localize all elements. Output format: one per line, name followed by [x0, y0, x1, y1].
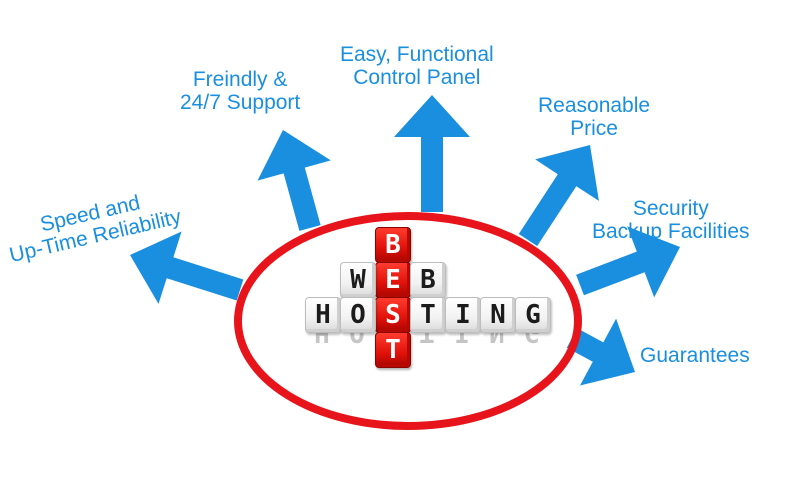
arrow-guarantees — [566, 318, 635, 386]
reflection-g: G — [515, 333, 549, 349]
reflection-t: T — [410, 333, 444, 349]
block-hosting-t: T — [410, 297, 446, 333]
reflection-o: O — [340, 333, 374, 349]
label-security-line2: Backup Facilities — [592, 220, 750, 243]
block-best-s: S — [375, 297, 411, 333]
label-price-line2: Price — [570, 117, 618, 140]
label-control-line2: Control Panel — [353, 66, 481, 89]
arrow-speed — [130, 231, 244, 304]
label-security-line1: Security — [632, 197, 709, 220]
arrow-security — [576, 226, 680, 298]
label-support-line2: 24/7 Support — [180, 91, 301, 114]
arrow-price — [518, 145, 599, 246]
label-guarantees: Guarantees — [640, 344, 750, 367]
label-control-line1: Easy, Functional — [340, 43, 494, 66]
block-web-w: W — [340, 262, 376, 298]
label-guarantees-line1: Guarantees — [640, 344, 750, 367]
reflection-n: N — [480, 333, 514, 349]
center-ring — [234, 212, 582, 430]
arrow-control — [394, 95, 470, 212]
arrow-support — [257, 130, 331, 231]
block-hosting-o: O — [340, 297, 376, 333]
block-hosting-g: G — [515, 297, 551, 333]
block-best-t: T — [375, 332, 411, 368]
label-support: Freindly & 24/7 Support — [180, 68, 300, 114]
arrows-group — [130, 95, 680, 386]
label-security: Security Backup Facilities — [592, 197, 750, 243]
label-price: Reasonable Price — [538, 94, 650, 140]
label-price-line1: Reasonable — [538, 94, 651, 117]
block-hosting-n: N — [480, 297, 516, 333]
block-hosting-i: I — [445, 297, 481, 333]
label-control-panel: Easy, Functional Control Panel — [340, 43, 494, 89]
label-support-line1: Freindly & — [192, 68, 288, 91]
block-best-e: E — [375, 262, 411, 298]
block-web-b: B — [410, 262, 446, 298]
block-hosting-h: H — [305, 297, 341, 333]
block-best-b: B — [375, 227, 411, 263]
reflection-h: H — [305, 333, 339, 349]
reflection-i: I — [445, 333, 479, 349]
